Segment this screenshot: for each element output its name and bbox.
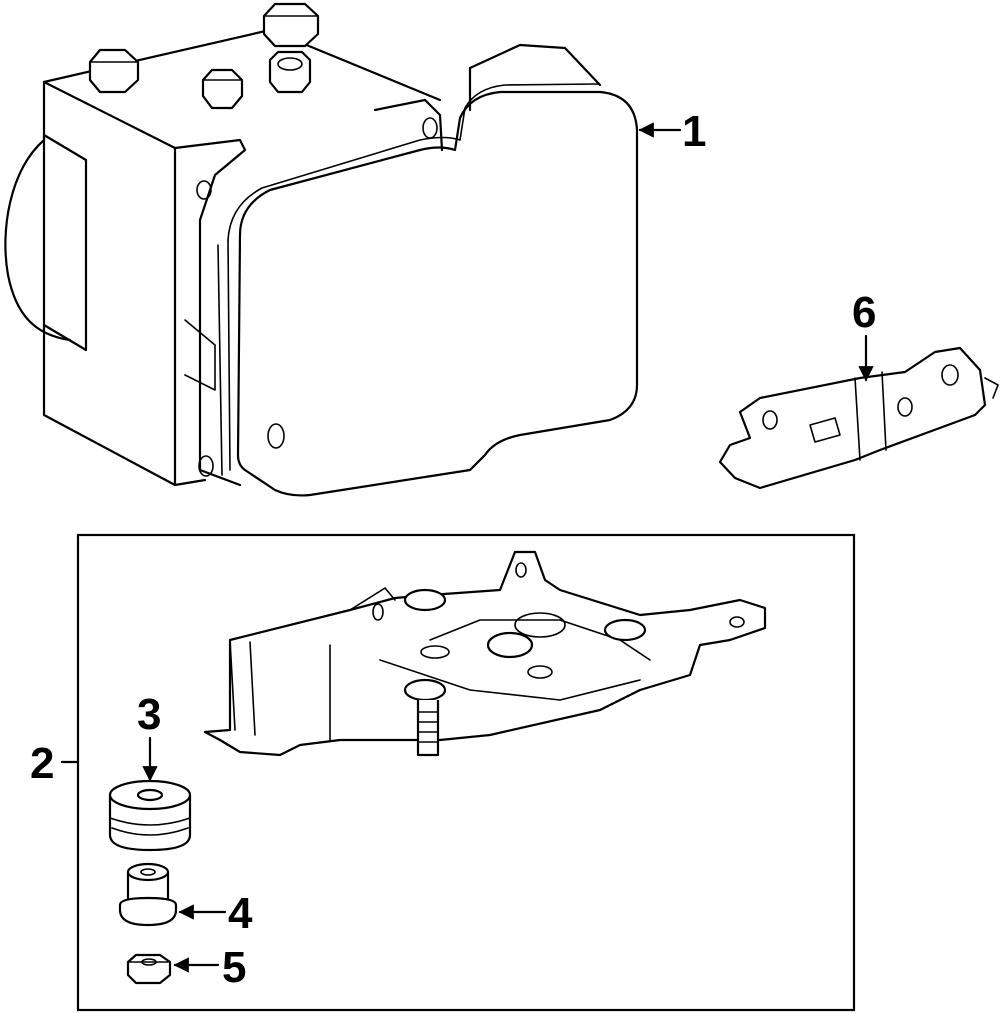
mounting-bracket[interactable] <box>203 550 767 757</box>
callout-5: 5 <box>222 943 246 992</box>
nut[interactable] <box>126 953 172 985</box>
callout-3: 3 <box>137 690 161 739</box>
abs-bracket[interactable] <box>718 346 999 490</box>
callout-1: 1 <box>682 107 706 156</box>
collar[interactable] <box>118 862 178 927</box>
callout-2: 2 <box>30 739 54 788</box>
callout-4: 4 <box>228 889 253 938</box>
grommet[interactable] <box>108 779 192 852</box>
callout-6: 6 <box>852 288 876 337</box>
part-2-group-box <box>76 533 856 1012</box>
abs-modulator-unit[interactable] <box>4 2 639 497</box>
